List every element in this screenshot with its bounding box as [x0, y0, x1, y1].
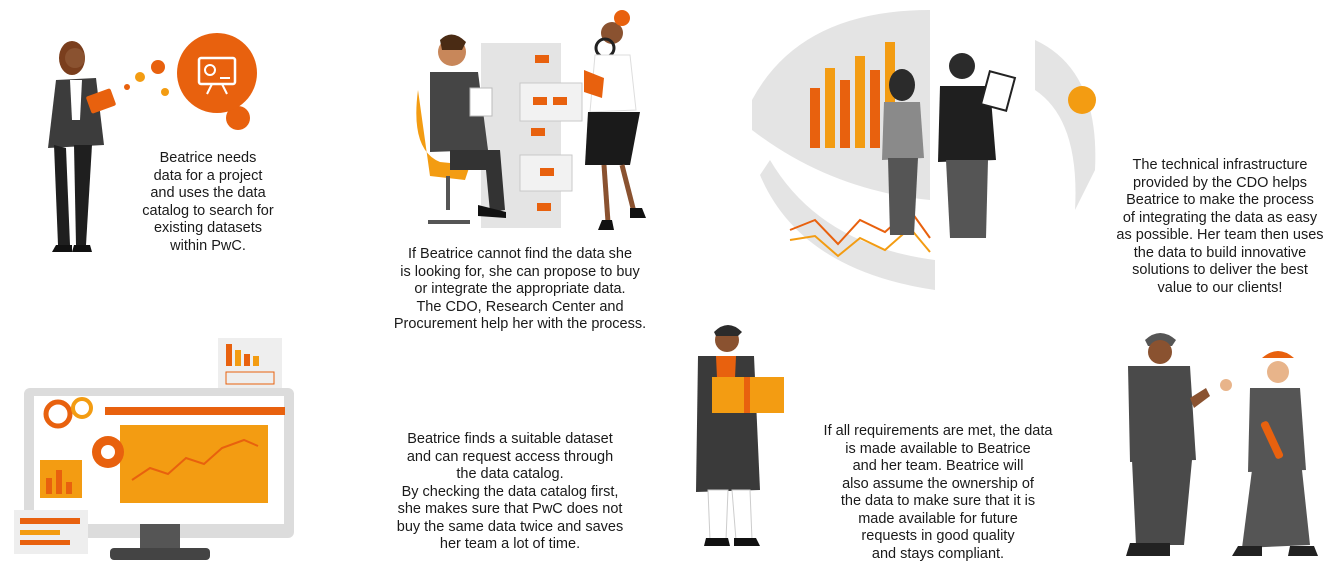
step-3-caption: The technical infrastructure provided by… [1116, 157, 1324, 296]
step-2-caption: If Beatrice cannot find the data she is … [393, 246, 647, 332]
scene-data-wall [752, 10, 1096, 290]
catalog-icon [177, 33, 257, 113]
scene-monitor [14, 338, 294, 560]
scene-workers [1126, 333, 1318, 556]
step-5-caption: If all requirements are met, the data is… [823, 423, 1053, 562]
step-4-caption: Beatrice finds a suitable dataset and ca… [396, 431, 624, 552]
scene-filing-cabinet [416, 10, 646, 230]
scene-beatrice-tablet [48, 33, 257, 252]
scene-box-carrier [696, 325, 784, 546]
step-1-caption: Beatrice needs data for a project and us… [142, 150, 274, 254]
